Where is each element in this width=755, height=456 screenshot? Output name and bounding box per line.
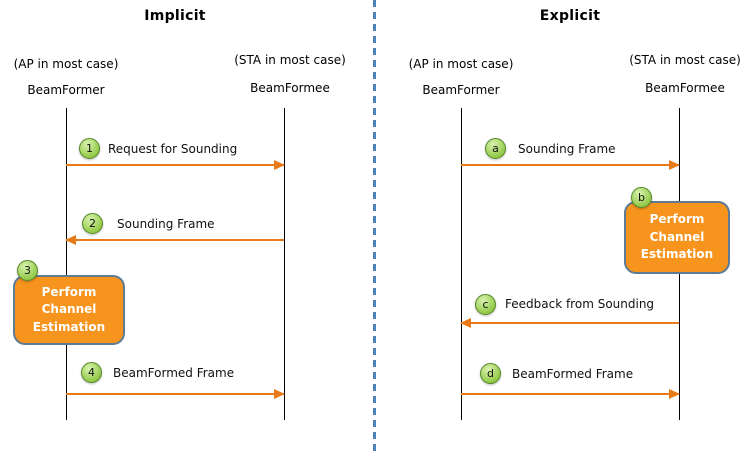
arrowhead-left-icon xyxy=(460,318,471,328)
step-badge-4: 4 xyxy=(81,362,102,383)
message-label-feedback-from-sounding: Feedback from Sounding xyxy=(505,297,655,311)
arrow-line xyxy=(461,393,679,395)
actor-name-beamformee: BeamFormee xyxy=(645,81,725,95)
message-label-beamformed-frame: BeamFormed Frame xyxy=(113,366,235,380)
arrow-line xyxy=(66,393,284,395)
arrowhead-right-icon xyxy=(669,160,680,170)
panel-title-explicit: Explicit xyxy=(539,8,601,24)
actor-role-beamformee: (STA in most case) xyxy=(629,53,741,67)
step-badge-1: 1 xyxy=(79,138,100,159)
actor-role-beamformer: (AP in most case) xyxy=(13,57,119,71)
arrow-line xyxy=(66,239,284,241)
action-box-perform-channel-estimation: Perform Channel Estimation xyxy=(13,275,125,345)
arrow-line xyxy=(66,164,284,166)
message-label-sounding-frame: Sounding Frame xyxy=(518,142,616,156)
step-badge-d: d xyxy=(480,363,501,384)
panel-implicit: Implicit (AP in most case) BeamFormer (S… xyxy=(0,0,360,456)
message-label-beamformed-frame: BeamFormed Frame xyxy=(512,367,634,381)
message-label-sounding-frame: Sounding Frame xyxy=(117,217,215,231)
arrowhead-left-icon xyxy=(65,235,76,245)
actor-name-beamformee: BeamFormee xyxy=(250,81,330,95)
actor-name-beamformer: BeamFormer xyxy=(422,83,500,97)
arrowhead-right-icon xyxy=(274,389,285,399)
action-box-perform-channel-estimation: Perform Channel Estimation xyxy=(624,201,730,274)
arrowhead-right-icon xyxy=(669,389,680,399)
actor-role-beamformee: (STA in most case) xyxy=(234,53,346,67)
panel-explicit: Explicit (AP in most case) BeamFormer (S… xyxy=(395,0,755,456)
arrow-line xyxy=(461,322,679,324)
panel-divider xyxy=(373,0,376,456)
actor-role-beamformer: (AP in most case) xyxy=(408,57,514,71)
step-badge-b: b xyxy=(631,187,652,208)
lifeline-beamformee xyxy=(284,108,285,420)
step-badge-3: 3 xyxy=(17,260,38,281)
lifeline-beamformer xyxy=(461,108,462,420)
step-badge-a: a xyxy=(485,138,506,159)
step-badge-2: 2 xyxy=(82,213,103,234)
step-badge-c: c xyxy=(475,294,496,315)
arrow-line xyxy=(461,164,679,166)
arrowhead-right-icon xyxy=(274,160,285,170)
actor-name-beamformer: BeamFormer xyxy=(27,83,105,97)
lifeline-beamformer xyxy=(66,108,67,420)
message-label-request-for-sounding: Request for Sounding xyxy=(108,142,238,156)
panel-title-implicit: Implicit xyxy=(144,8,206,24)
